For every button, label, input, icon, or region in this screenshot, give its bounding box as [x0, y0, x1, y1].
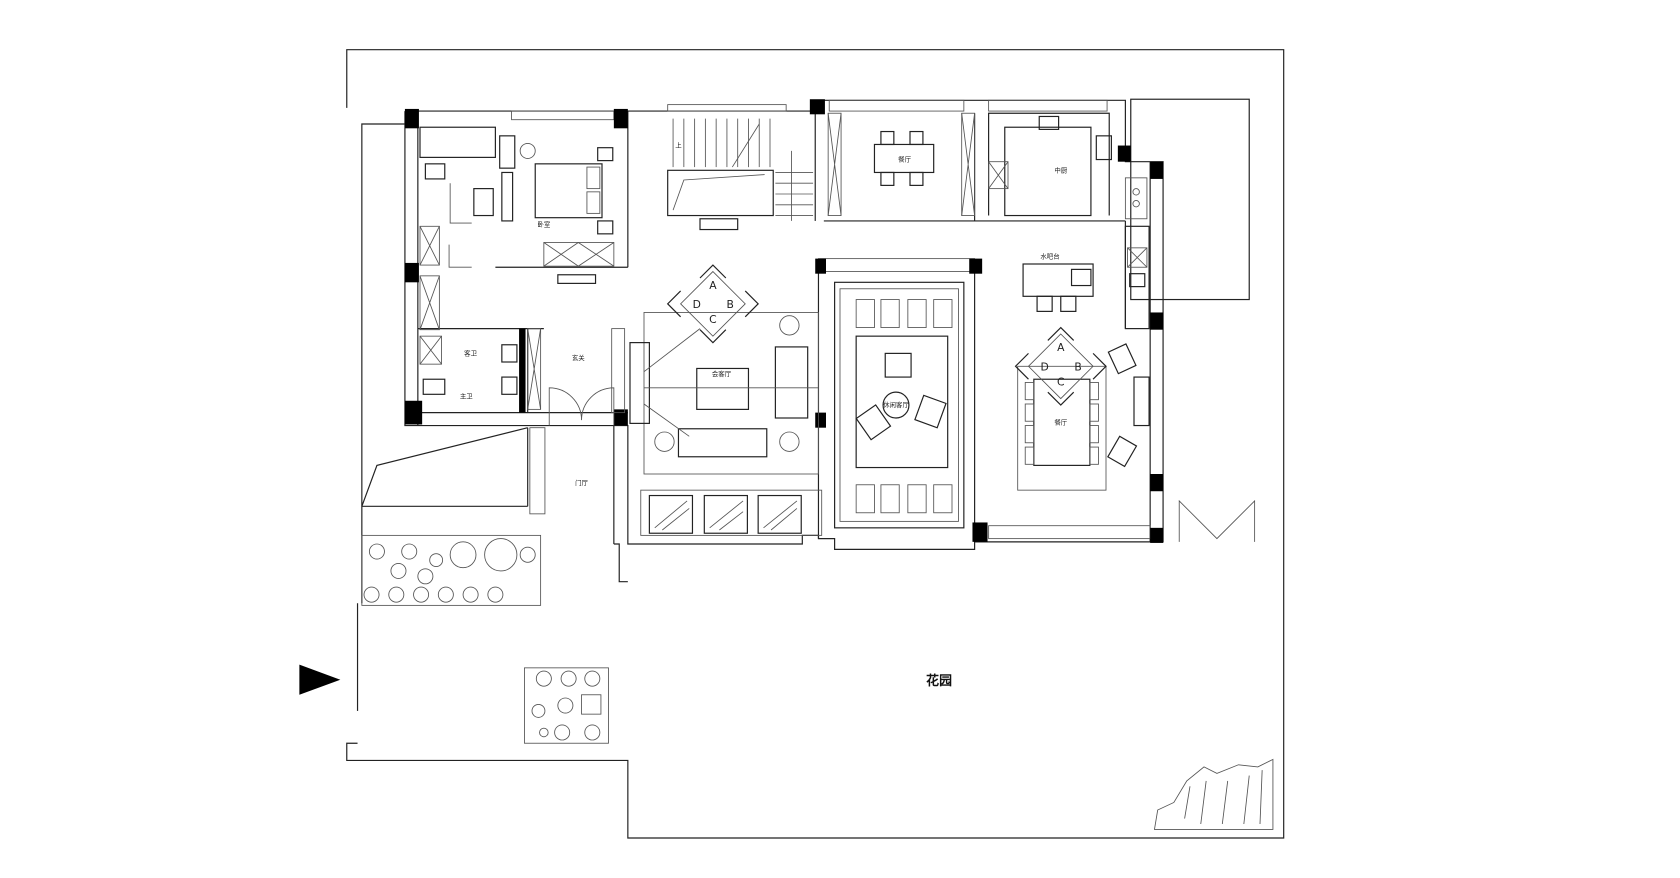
label-dining-north: 餐厅	[898, 155, 911, 164]
marker-a-2: A	[1057, 341, 1065, 354]
marker-b: B	[726, 298, 733, 311]
label-foyer: 玄关	[572, 353, 585, 362]
foyer: 玄关	[527, 328, 626, 426]
staircase: 上	[667, 118, 814, 231]
entry-yard: 门厅	[299, 425, 628, 744]
house-walls	[404, 99, 1164, 550]
label-bar: 水吧台	[1040, 252, 1059, 261]
corridor-wardrobe	[419, 275, 440, 331]
label-entry-hall: 门厅	[575, 478, 588, 487]
label-guest-bath: 客卫	[464, 349, 477, 358]
marker-a: A	[709, 279, 717, 292]
label-stairs: 上	[675, 141, 682, 150]
marker-d: D	[693, 298, 701, 311]
label-kitchen: 中厨	[1054, 165, 1067, 174]
view-marker-living: A D B C	[666, 264, 759, 344]
label-leisure: 休闲客厅	[883, 400, 909, 409]
leisure-room: 休闲客厅	[834, 281, 965, 529]
marker-b-2: B	[1074, 361, 1081, 374]
label-living: 会客厅	[712, 369, 732, 378]
label-garden: 花园	[926, 673, 952, 689]
structural-columns	[404, 99, 1164, 543]
dining-room-north: 餐厅	[827, 112, 976, 216]
site-boundary	[346, 49, 1285, 839]
marker-d-2: D	[1040, 361, 1048, 374]
marker-c-2: C	[1057, 376, 1065, 389]
label-master-bath: 主卫	[460, 392, 473, 401]
dining-area: 水吧台 餐厅	[1017, 225, 1150, 491]
marker-c: C	[709, 313, 717, 326]
label-dining: 餐厅	[1054, 417, 1067, 426]
garden: 花园	[926, 673, 1274, 830]
view-marker-dining: A D B C	[1014, 326, 1107, 406]
entrance-arrow-icon	[299, 664, 341, 695]
bathrooms: 客卫 主卫	[419, 328, 526, 413]
kitchen: 中厨	[988, 112, 1148, 220]
label-bedroom: 卧室	[537, 219, 550, 228]
bedroom-suite: 卧室	[419, 126, 615, 284]
living-room: 会客厅	[629, 312, 823, 536]
